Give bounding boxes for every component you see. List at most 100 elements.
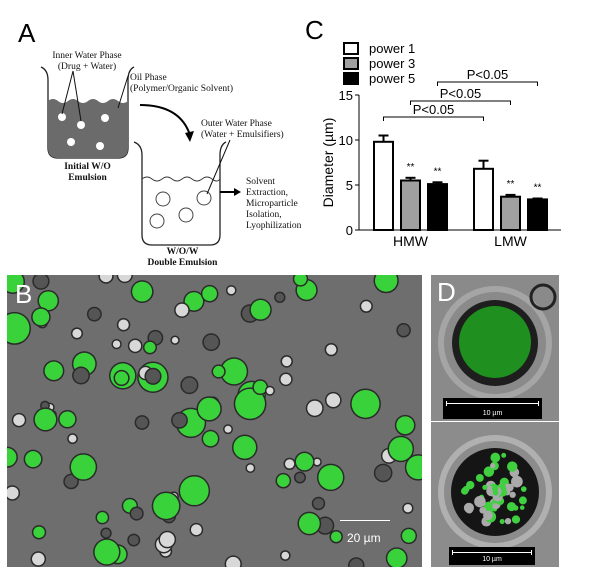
particle xyxy=(281,551,290,560)
double-emulsion-label: W/O/W xyxy=(166,247,199,257)
bar-lmw-power-1 xyxy=(473,167,494,232)
legend-label: power 5 xyxy=(369,71,415,86)
fluorescent-domain xyxy=(520,486,527,492)
fluorescent-particle xyxy=(184,292,204,311)
fluorescent-particle xyxy=(144,341,156,353)
particle xyxy=(266,387,274,395)
particle xyxy=(101,528,111,538)
legend-label: power 1 xyxy=(369,41,415,56)
particle xyxy=(224,425,232,433)
particle xyxy=(99,275,113,283)
particle xyxy=(128,535,139,546)
fluorescent-particle xyxy=(298,513,320,534)
particle xyxy=(275,293,285,302)
fluorescent-particle xyxy=(388,437,413,461)
particle xyxy=(171,337,179,344)
fluorescent-domain xyxy=(511,515,521,524)
micrograph-d-top: D 10 µm xyxy=(431,275,559,421)
legend-swatch xyxy=(343,72,359,85)
x-tick-label: HMW xyxy=(393,233,429,249)
y-axis-label: Diameter (µm) xyxy=(320,118,336,208)
fluorescent-domain xyxy=(490,452,501,463)
fluorescent-domain xyxy=(465,506,473,514)
particle xyxy=(129,340,142,352)
fluorescent-domain xyxy=(466,480,475,490)
fluorescent-particle xyxy=(295,453,314,471)
bar-lmw-power-3 xyxy=(500,195,521,231)
particle xyxy=(181,377,197,393)
inner-water-sub: (Drug + Water) xyxy=(57,62,117,72)
particle xyxy=(33,275,49,289)
inner-water-label: Inner Water Phase xyxy=(52,51,122,61)
step-line: Microparticle xyxy=(246,199,298,209)
fluorescent-particle xyxy=(387,548,407,567)
initial-emulsion-sub: Emulsion xyxy=(68,173,107,183)
legend-swatch xyxy=(343,57,359,70)
particle xyxy=(175,303,189,317)
particle xyxy=(41,402,49,410)
particle xyxy=(88,308,101,321)
particle xyxy=(159,532,175,547)
fluorescent-domain xyxy=(518,496,527,505)
fluorescent-domain xyxy=(483,501,495,513)
fluorescent-particle xyxy=(25,451,42,468)
particle xyxy=(68,434,77,443)
fluorescent-particle xyxy=(34,408,57,431)
fluorescent-particle xyxy=(213,365,225,378)
fluorescent-domain xyxy=(492,489,499,496)
particle xyxy=(72,328,82,339)
particle xyxy=(349,558,364,567)
fluorescent-domain xyxy=(504,517,512,525)
comparison-bracket xyxy=(410,100,511,105)
oil-phase-sub: (Polymer/Organic Solvent) xyxy=(130,84,233,94)
initial-emulsion-label: Initial W/O xyxy=(64,162,111,172)
fluorescent-domain xyxy=(501,452,507,458)
particle xyxy=(64,475,78,488)
fluorescent-domain xyxy=(492,503,499,510)
fluorescent-particle xyxy=(233,436,257,459)
comparison-label: P<0.05 xyxy=(413,102,455,117)
fluorescent-particle xyxy=(180,476,209,506)
fluorescent-domain xyxy=(511,475,523,488)
particle xyxy=(307,400,323,416)
scale-label-top: 10 µm xyxy=(482,410,503,417)
particle-image-porous xyxy=(438,435,552,549)
fluorescent-domain xyxy=(483,510,493,521)
fluorescent-particle xyxy=(197,397,221,421)
scale-bar-top: 10 µm xyxy=(443,398,542,419)
comparison-bracket xyxy=(437,81,538,86)
panel-label-c: C xyxy=(305,15,324,45)
fluorescent-particle xyxy=(396,416,415,435)
particle xyxy=(203,334,219,350)
fluorescent-particle xyxy=(94,539,120,565)
oil-phase-label: Oil Phase xyxy=(130,73,167,83)
fluorescent-particle xyxy=(7,448,17,467)
particle xyxy=(172,413,187,428)
particle xyxy=(246,464,254,472)
particle xyxy=(282,356,292,367)
oil-phase-fill xyxy=(48,99,128,158)
fluorescent-particle xyxy=(330,531,342,542)
particle xyxy=(397,324,410,336)
bar-lmw-power-5 xyxy=(527,198,548,231)
fluorescent-particle xyxy=(203,431,218,447)
outer-water-sub: (Water + Emulsifiers) xyxy=(201,130,284,140)
panel-label-d: D xyxy=(437,277,456,307)
fluorescent-particle xyxy=(202,286,217,302)
panel-label-b: B xyxy=(15,279,33,309)
scale-bar-bottom: 10 µm xyxy=(449,547,535,565)
particle xyxy=(284,459,295,469)
fluorescent-particle xyxy=(32,308,50,326)
particle xyxy=(314,458,321,466)
particle xyxy=(131,507,143,520)
double-emulsion-sub: Double Emulsion xyxy=(147,258,218,268)
y-tick-label: 5 xyxy=(346,178,353,193)
fluorescent-particle xyxy=(277,474,290,488)
scale-label-bottom: 10 µm xyxy=(482,556,502,563)
fluorescent-particle xyxy=(33,526,45,538)
fluorescent-domain xyxy=(482,484,488,490)
fluorescent-particle xyxy=(38,291,58,311)
fluorescent-domain xyxy=(519,505,525,510)
fluorescent-domain xyxy=(490,463,496,469)
